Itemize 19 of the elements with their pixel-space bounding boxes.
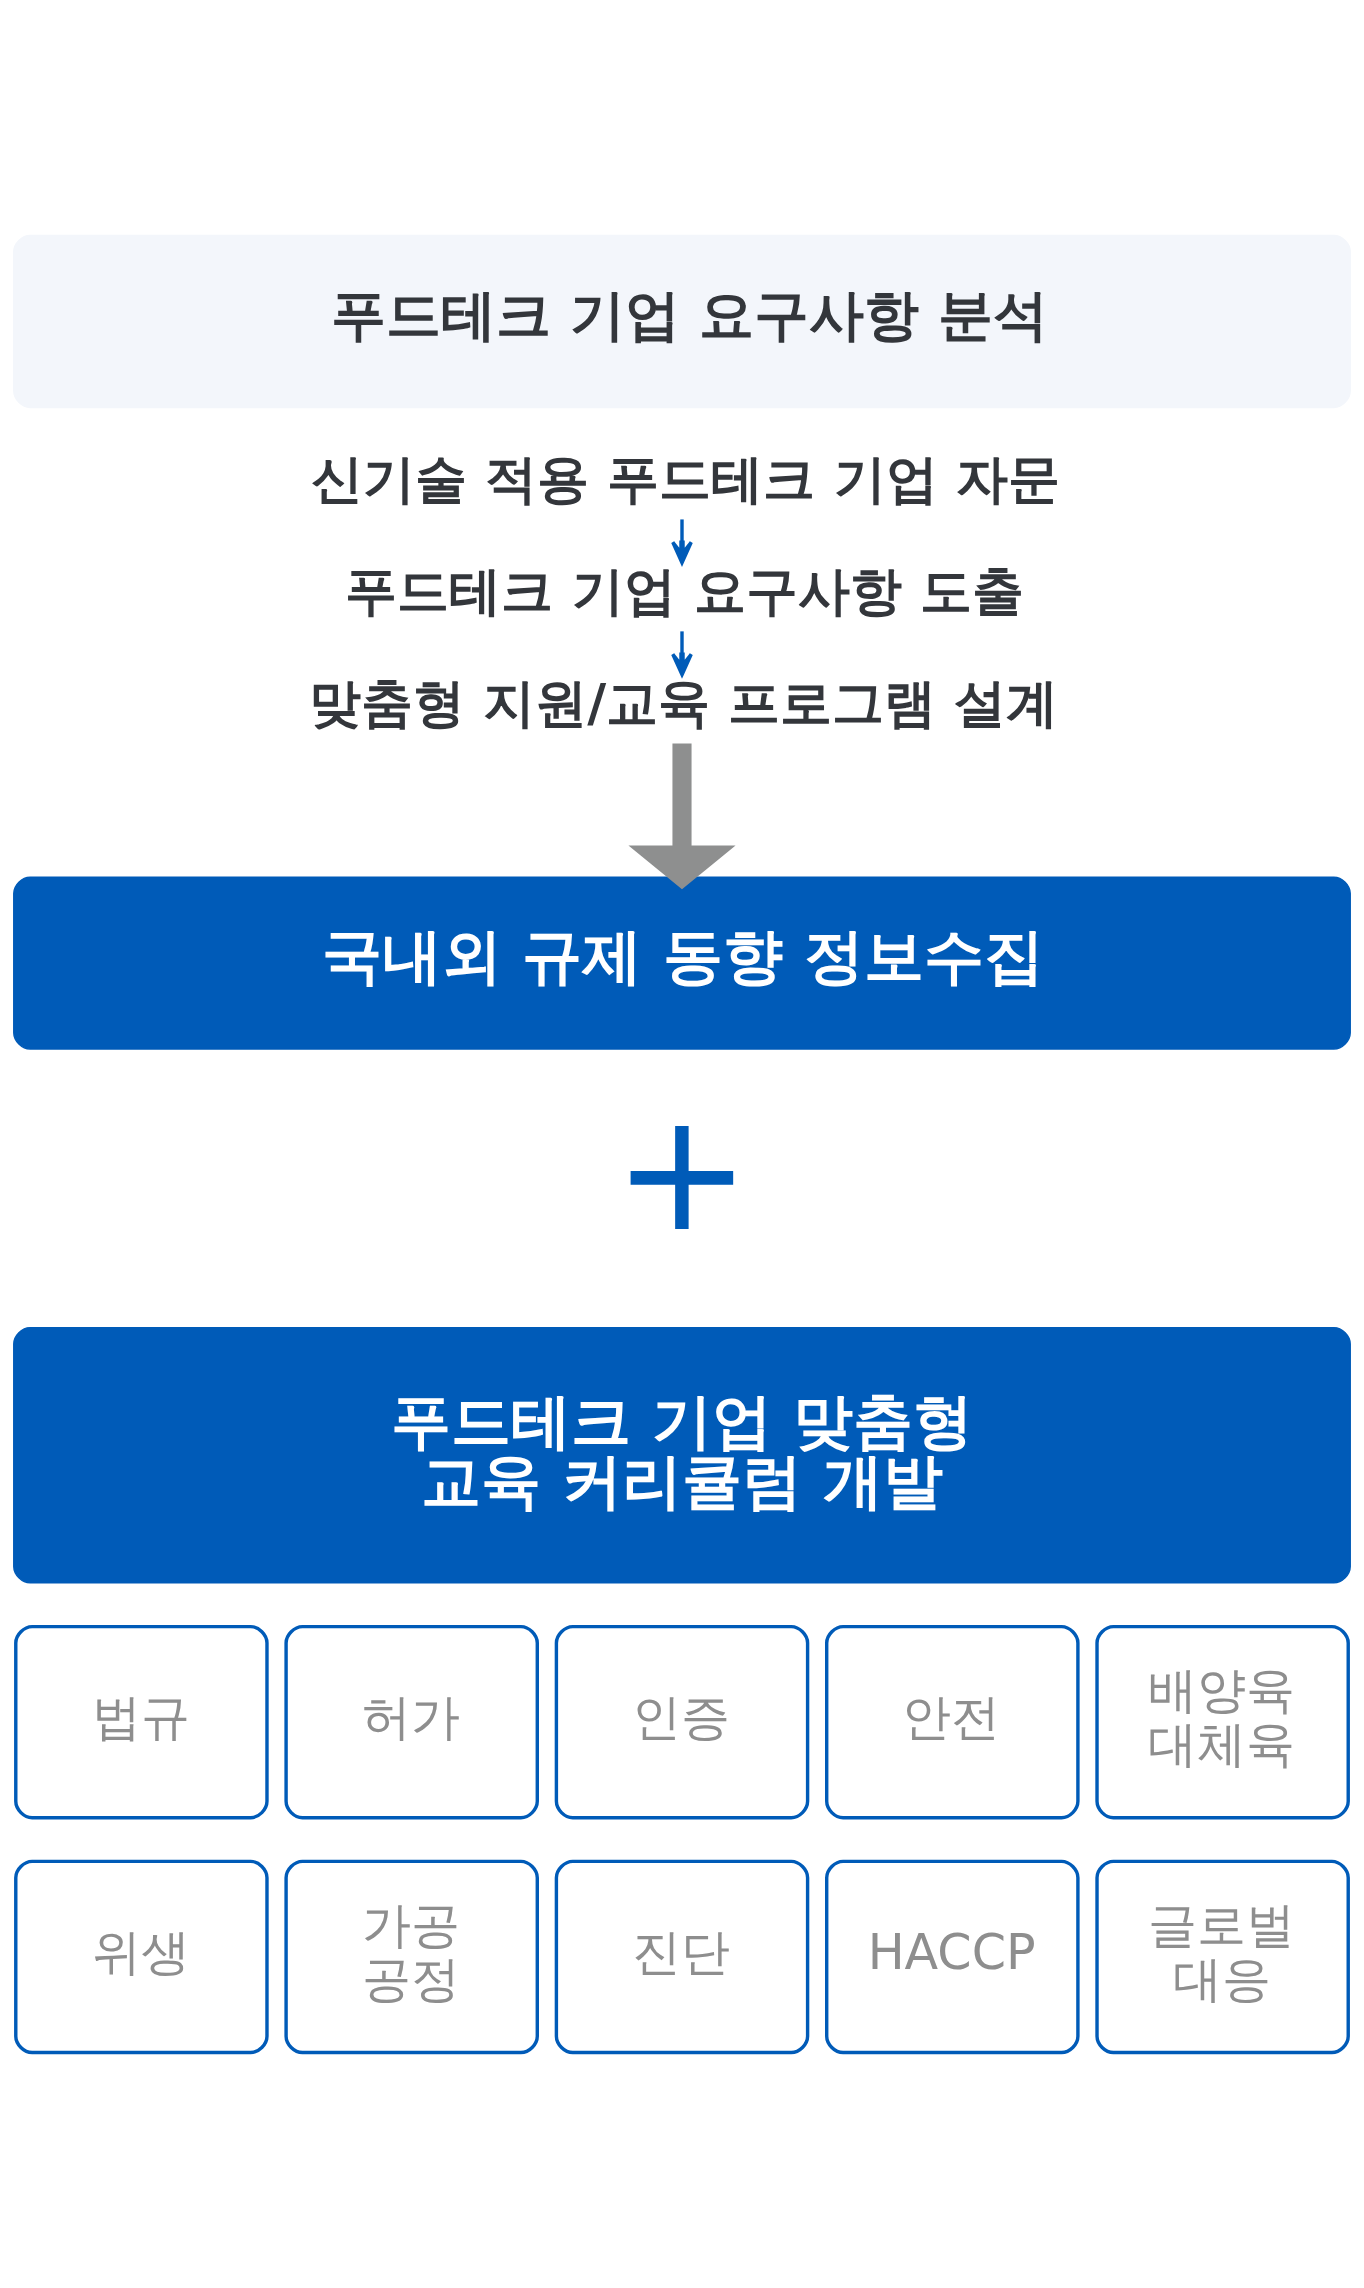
- node-box: 허가: [284, 1624, 539, 1820]
- node-box: 푸드테크 기업 맞춤형 교육 커리큘럼 개발: [13, 1326, 1351, 1584]
- arrow: [671, 519, 693, 565]
- node-box: 안전: [825, 1624, 1080, 1820]
- node-box: 가공 공정: [284, 1859, 539, 2055]
- node-box: 국내외 규제 동향 정보수집: [13, 876, 1351, 1050]
- node-box: 위생: [14, 1859, 269, 2055]
- node-box: 인증: [554, 1624, 810, 1820]
- node-text: 푸드테크 기업 요구사항 도출: [345, 560, 1024, 621]
- node-text: 신기술 적용 푸드테크 기업 자문: [311, 448, 1060, 509]
- node-box: 배양육 대체육: [1095, 1624, 1350, 1820]
- node-text: 맞춤형 지원/교육 프로그램 설계: [309, 672, 1059, 733]
- node-box: 법규: [14, 1624, 269, 1820]
- arrow: [671, 631, 693, 677]
- node-box: HACCP: [825, 1859, 1080, 2055]
- node-box: 진단: [554, 1859, 810, 2055]
- label: +: [613, 1077, 751, 1269]
- node-box: 글로벌 대응: [1095, 1859, 1350, 2055]
- arrow: [628, 743, 736, 890]
